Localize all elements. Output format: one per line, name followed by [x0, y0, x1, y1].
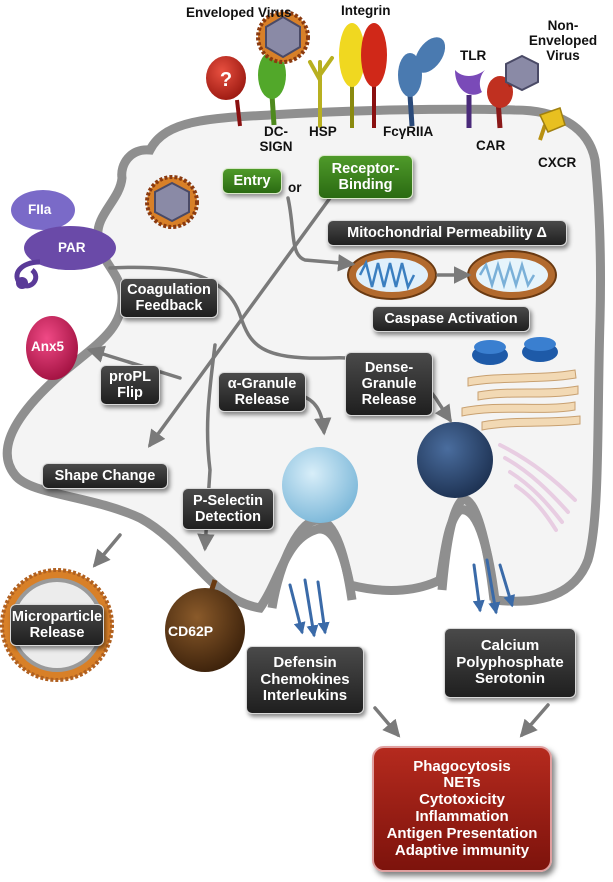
outcome-item: Adaptive immunity	[394, 841, 530, 859]
hsp-label: HSP	[309, 124, 337, 139]
microparticle-release-box: Microparticle Release	[10, 604, 104, 646]
or-label: or	[288, 180, 302, 195]
outcome-item: Antigen Presentation	[386, 824, 538, 842]
dc-sign-label: DC-SIGN	[259, 124, 293, 155]
dense-granule	[417, 422, 493, 498]
par-label: PAR	[58, 240, 86, 255]
car-label: CAR	[476, 138, 506, 153]
dense-granule-release-box: Dense-Granule Release	[345, 352, 433, 416]
endoplasmic-reticulum	[461, 337, 581, 431]
outcome-item: Cytotoxicity	[419, 791, 505, 809]
dense-granule-stalk	[437, 495, 499, 601]
enveloped-virus-label: Enveloped Virus	[186, 5, 292, 20]
shape-change-box: Shape Change	[42, 463, 168, 489]
caspase-activation-box: Caspase Activation	[372, 306, 530, 332]
outcome-item: Inflammation	[415, 808, 509, 825]
mitochondrion-left	[347, 250, 437, 300]
propl-flip-box: proPL Flip	[100, 365, 160, 405]
receptor-tlr	[455, 70, 485, 128]
receptor-fcgriia	[398, 37, 446, 127]
mitochondrion-right	[467, 250, 557, 300]
p-selectin-detection-box: P-Selectin Detection	[182, 488, 274, 530]
outcome-item: Phagocytosis	[413, 757, 511, 775]
mito-permeability-box: Mitochondrial Permeability Δ	[327, 220, 567, 246]
golgi-cisternae	[498, 443, 577, 532]
receptor-binding-box: Receptor-Binding	[318, 155, 413, 199]
cxcr-label: CXCR	[538, 155, 577, 170]
enveloped-virus-docked	[145, 175, 199, 229]
coagulation-feedback-box: Coagulation Feedback	[120, 278, 218, 318]
receptor-integrin	[339, 23, 387, 128]
cd62p-label: CD62P	[168, 623, 214, 639]
fcgriia-label: FcγRIIA	[383, 124, 434, 139]
entry-box: Entry	[222, 168, 282, 194]
receptor-cxcr	[538, 107, 566, 141]
anx5-label: Anx5	[31, 339, 65, 354]
non-enveloped-virus-label: Non-Enveloped Virus	[528, 18, 598, 64]
anx5-protein	[26, 316, 78, 380]
secretion-arrows	[288, 558, 515, 638]
integrin-label: Integrin	[341, 3, 391, 18]
dense-products-box: Calcium Polyphosphate Serotonin	[444, 628, 576, 698]
receptor-hsp	[308, 56, 334, 128]
alpha-granule-release-box: α-Granule Release	[218, 372, 306, 412]
fiia-label: FIIa	[28, 202, 52, 217]
tlr-label: TLR	[460, 48, 487, 63]
unknown-receptor-label: ?	[220, 69, 232, 91]
receptor-unknown: ?	[206, 56, 246, 127]
cd62p-protein	[165, 579, 245, 672]
outcome-item: NETs	[443, 774, 481, 792]
enveloped-virus-top	[256, 10, 310, 64]
alpha-products-box: Defensin Chemokines Interleukins	[246, 646, 364, 714]
alpha-granule	[282, 447, 358, 523]
fiia-par-complex	[11, 190, 116, 289]
non-enveloped-virus	[505, 54, 539, 92]
immune-outcomes-box: Phagocytosis NETs Cytotoxicity Inflammat…	[372, 746, 552, 872]
